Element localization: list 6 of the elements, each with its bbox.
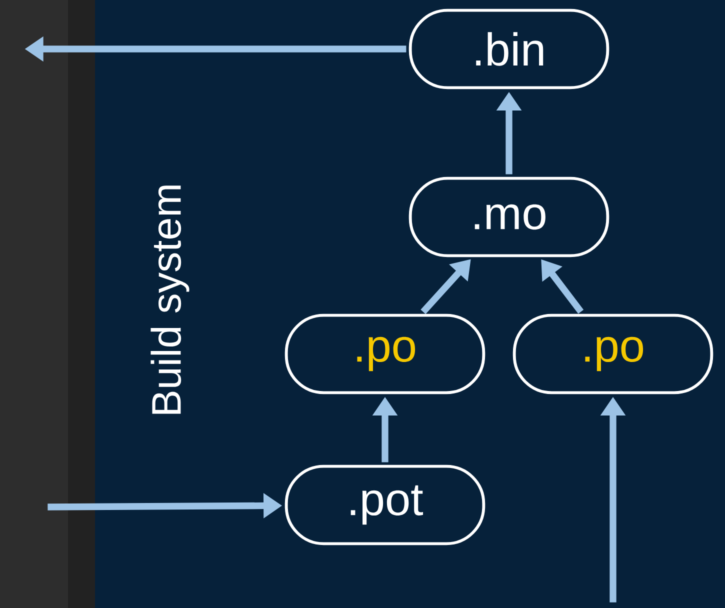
file-box: .bin <box>408 8 610 90</box>
file-box: .pot <box>284 464 486 546</box>
section-label: Build system <box>150 186 190 414</box>
file-box: .po <box>512 314 714 394</box>
file-box: .mo <box>408 176 610 258</box>
file-box: .po <box>284 314 486 394</box>
